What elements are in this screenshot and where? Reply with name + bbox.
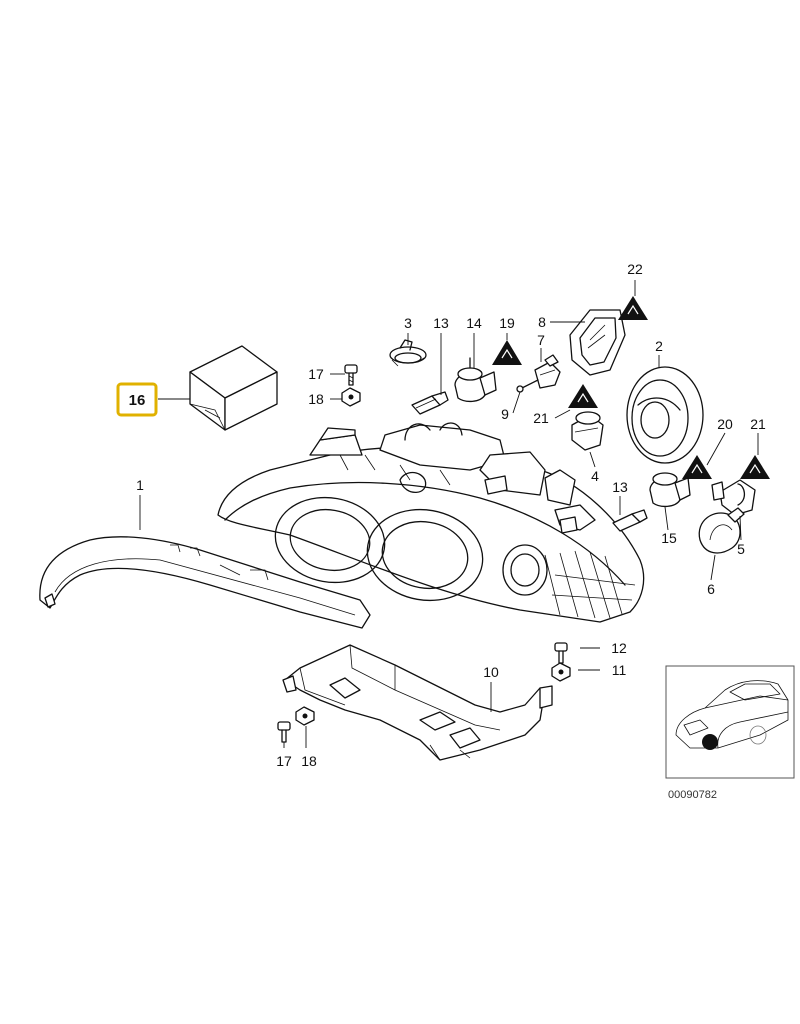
callout-17-top[interactable]: 17 <box>308 366 324 382</box>
headlight-location-marker <box>702 734 718 750</box>
part-14-socket <box>454 357 497 403</box>
callout-1[interactable]: 1 <box>136 477 144 493</box>
callout-6[interactable]: 6 <box>707 581 715 597</box>
part-22-warning-label <box>618 296 648 320</box>
screw-17-bottom <box>277 721 291 743</box>
part-6-bulb <box>698 507 745 554</box>
part-1-trim-strip <box>39 536 371 629</box>
part-4-bulb <box>571 411 604 451</box>
part-8-base-plate <box>569 309 626 376</box>
leader-lines <box>139 280 759 748</box>
callout-17-bottom[interactable]: 17 <box>276 753 292 769</box>
part-9-screw <box>516 379 539 393</box>
highlight-box-16 <box>116 382 158 417</box>
part-7-socket <box>534 354 561 389</box>
callout-7[interactable]: 7 <box>537 332 545 348</box>
reference-number: 00090782 <box>668 789 717 801</box>
car-outline-icon <box>675 680 789 749</box>
part-16-box <box>189 345 278 431</box>
callout-11[interactable]: 11 <box>612 662 627 678</box>
callout-9[interactable]: 9 <box>501 406 509 422</box>
part-10-bracket <box>282 644 553 761</box>
callout-8[interactable]: 8 <box>538 314 546 330</box>
callout-14[interactable]: 14 <box>466 315 482 331</box>
callout-labels: 16 1 2 3 4 5 6 7 8 9 10 11 12 13 13 14 1… <box>129 261 766 769</box>
callout-13-top[interactable]: 13 <box>433 315 449 331</box>
part-19-warning-label <box>492 340 522 365</box>
callout-19[interactable]: 19 <box>499 315 515 331</box>
screw-17-top <box>344 364 358 386</box>
callout-10[interactable]: 10 <box>483 664 499 680</box>
part-13-bulb-left <box>411 391 449 415</box>
callout-4[interactable]: 4 <box>591 468 599 484</box>
callout-21-right[interactable]: 21 <box>750 416 766 432</box>
nut-18-bottom <box>295 706 315 726</box>
nut-18-top <box>341 387 361 407</box>
part-13-bulb-right <box>612 509 648 532</box>
callout-22[interactable]: 22 <box>627 261 643 277</box>
callout-18-bottom[interactable]: 18 <box>301 753 317 769</box>
callout-2[interactable]: 2 <box>655 338 663 354</box>
headlight-housing <box>217 422 645 623</box>
callout-15[interactable]: 15 <box>661 530 677 546</box>
callout-13-right[interactable]: 13 <box>612 479 628 495</box>
part-21-warning-label-right <box>740 455 770 479</box>
part-2-cap <box>626 366 704 464</box>
callout-21-mid[interactable]: 21 <box>533 410 549 426</box>
part-15-socket <box>649 472 691 508</box>
inset-frame <box>665 665 795 779</box>
part-21-warning-label-upper <box>568 384 598 408</box>
callout-16[interactable]: 16 <box>129 392 146 409</box>
inset-car-location: 00090782 <box>665 665 795 801</box>
callout-12[interactable]: 12 <box>611 640 627 656</box>
callout-3[interactable]: 3 <box>404 315 412 331</box>
callout-18-top[interactable]: 18 <box>308 391 324 407</box>
part-3-clip <box>389 339 427 367</box>
screw-12 <box>554 642 568 664</box>
part-5-socket <box>711 479 756 516</box>
callout-20[interactable]: 20 <box>717 416 733 432</box>
nut-11 <box>551 662 571 682</box>
part-20-warning-label <box>682 455 712 479</box>
callout-5[interactable]: 5 <box>737 541 745 557</box>
